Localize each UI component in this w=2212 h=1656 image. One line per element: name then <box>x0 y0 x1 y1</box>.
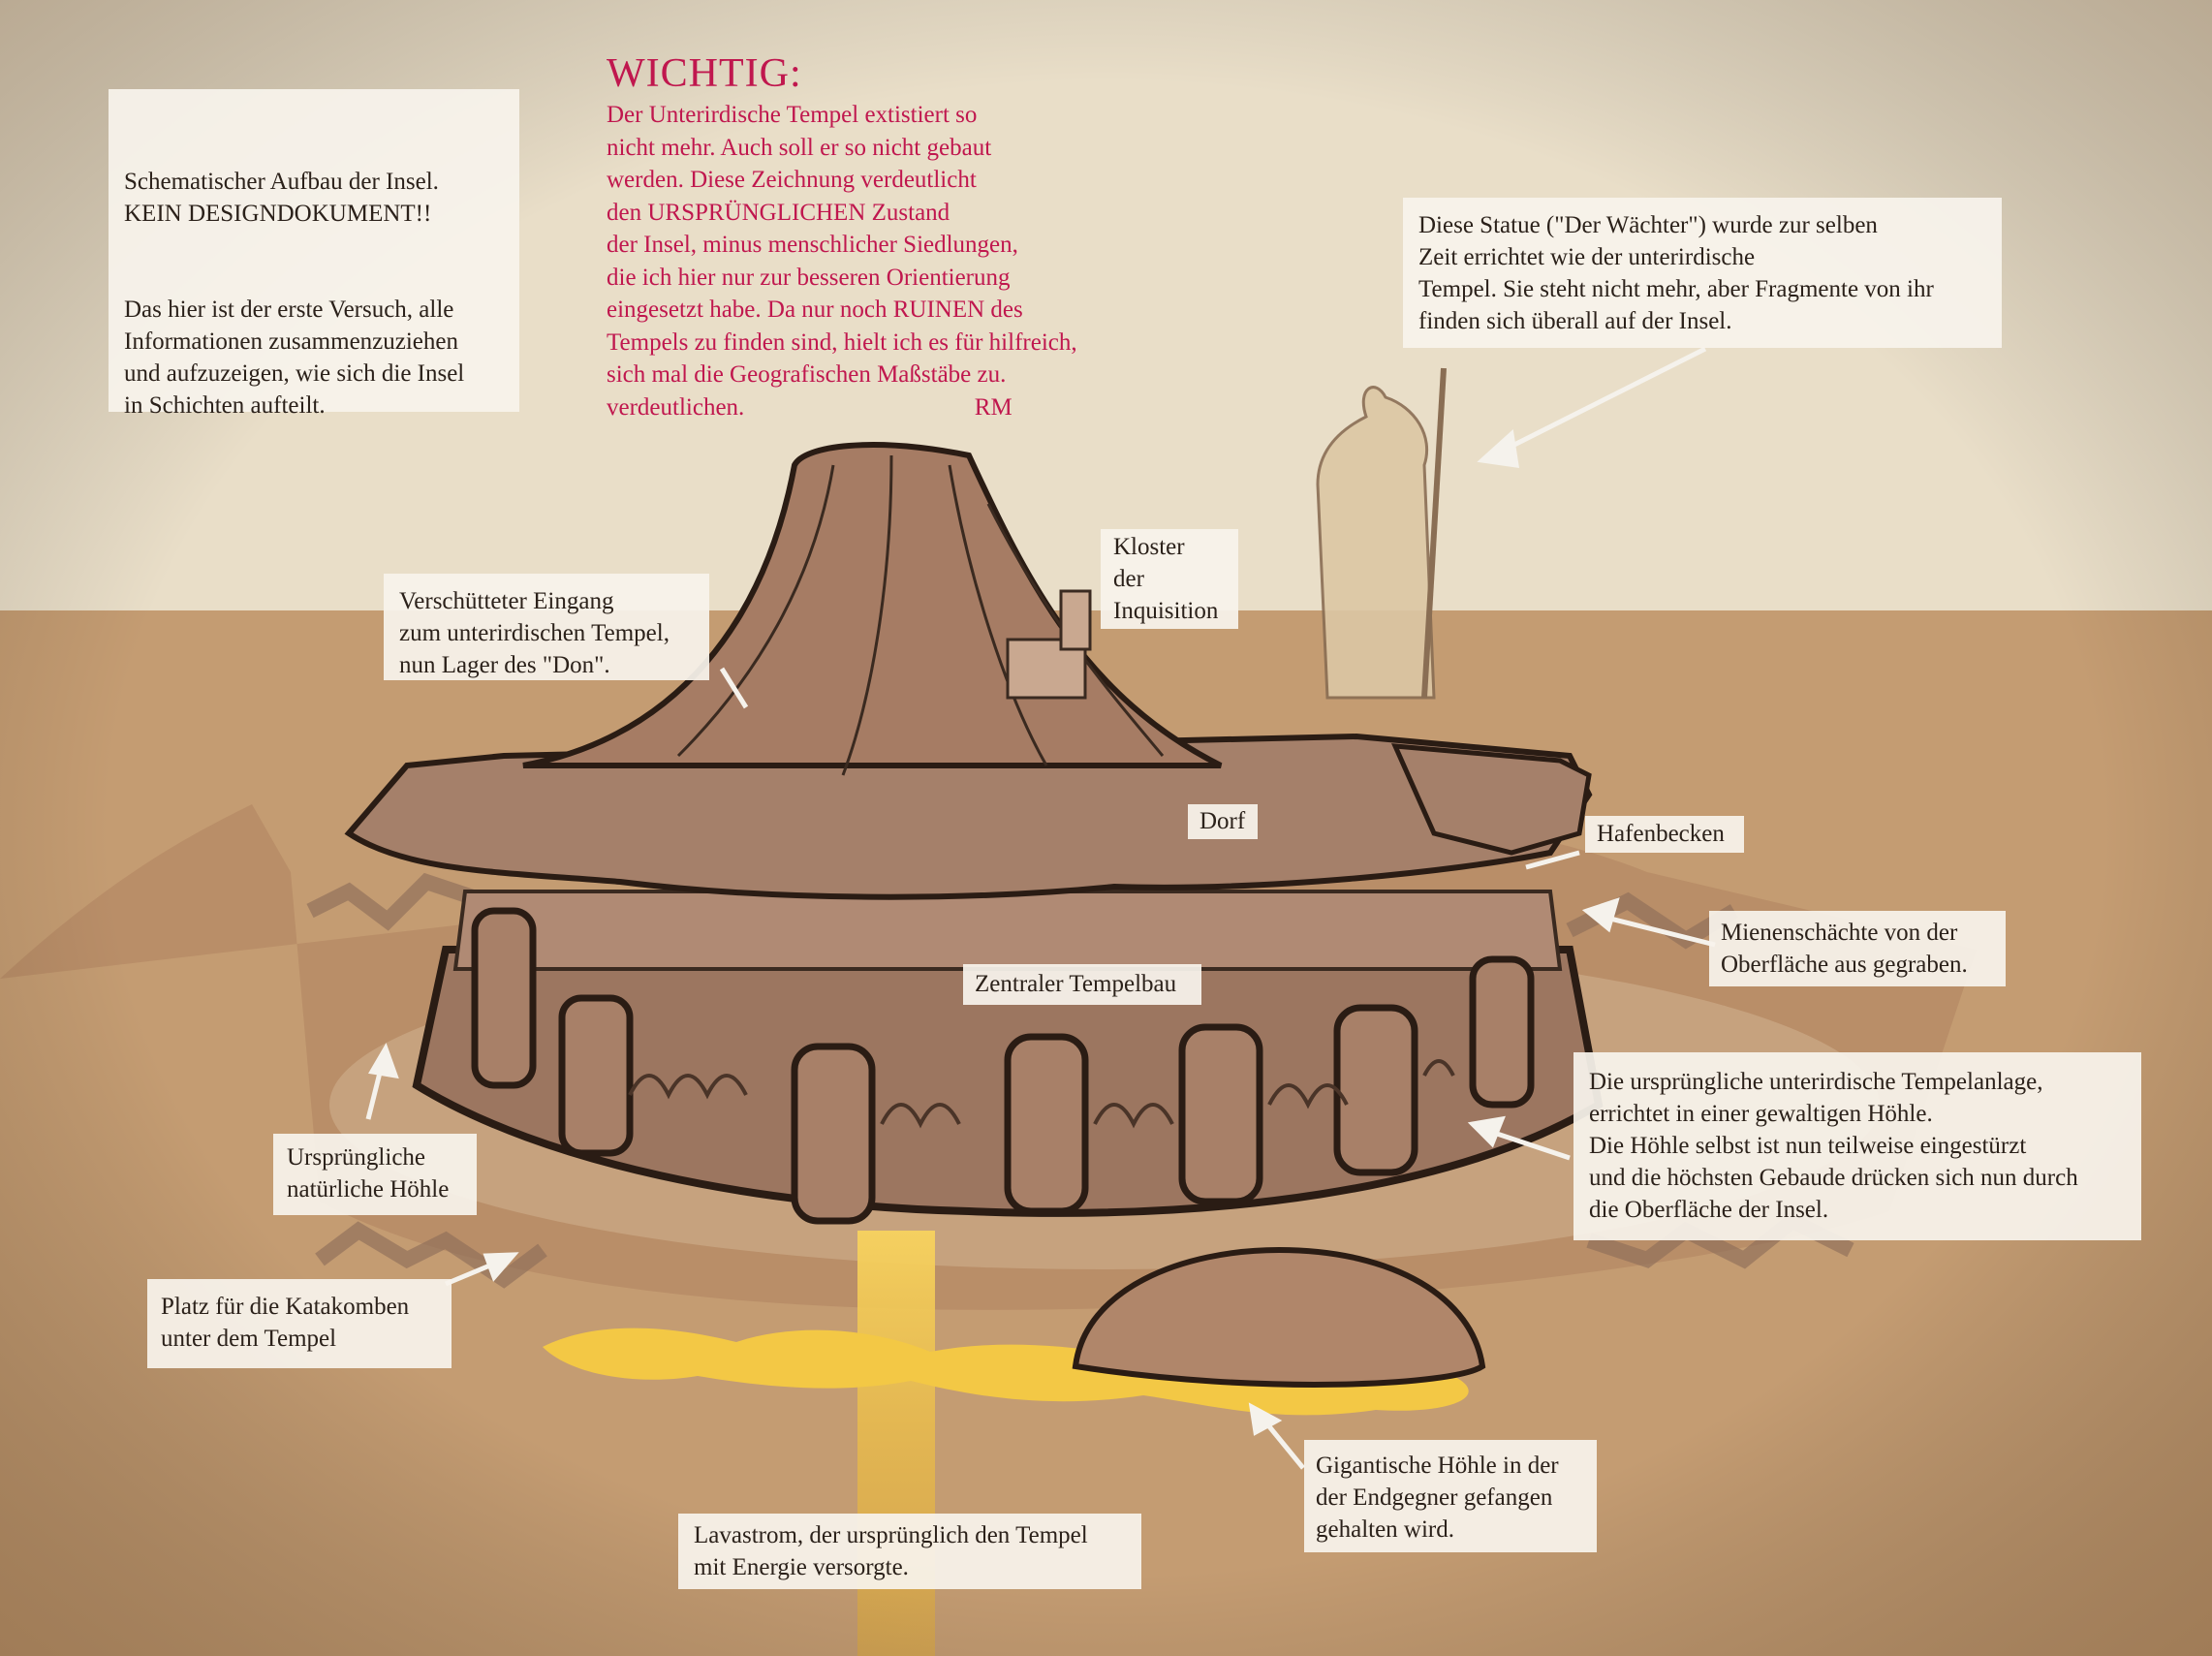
label-statue: Diese Statue ("Der Wächter") wurde zur s… <box>1403 198 2002 348</box>
label-boss-cave: Gigantische Höhle in der der Endgegner g… <box>1304 1440 1597 1552</box>
label-natural-cave: Ursprüngliche natürliche Höhle <box>273 1134 477 1215</box>
label-central-temple: Zentraler Tempelbau <box>963 964 1201 1005</box>
warning-title: WICHTIG: <box>607 51 802 96</box>
label-village: Dorf <box>1188 804 1258 839</box>
label-mine-shafts: Mienenschächte von der Oberfläche aus ge… <box>1709 911 2006 986</box>
label-catacombs: Platz für die Katakomben unter dem Tempe… <box>147 1279 452 1368</box>
intro-heading: Schematischer Aufbau der Insel. KEIN DES… <box>124 169 439 227</box>
label-harbor: Hafenbecken <box>1585 816 1744 853</box>
intro-note: Schematischer Aufbau der Insel. KEIN DES… <box>109 89 519 419</box>
label-monastery: Kloster der Inquisition <box>1101 529 1238 629</box>
warning-body: Der Unterirdische Tempel extistiert so n… <box>607 102 1077 421</box>
label-buried-entrance: Verschütteter Eingang zum unterirdischen… <box>384 574 709 680</box>
intro-text: Das hier ist der erste Versuch, alle Inf… <box>124 297 465 419</box>
label-lava-stream: Lavastrom, der ursprünglich den Tempel m… <box>678 1514 1141 1589</box>
label-temple-complex: Die ursprüngliche unterirdische Tempelan… <box>1573 1052 2141 1240</box>
